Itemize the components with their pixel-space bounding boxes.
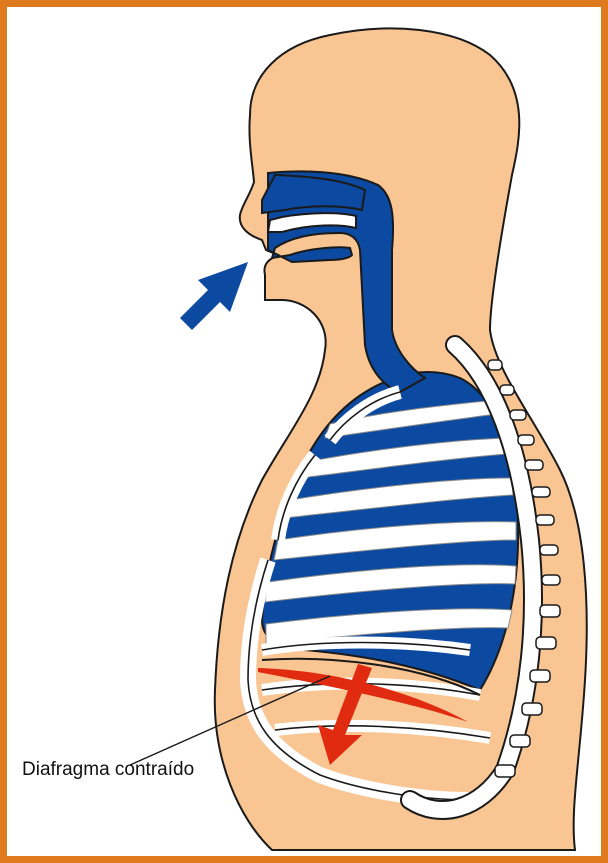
diaphragm-label: Diafragma contraído <box>22 759 194 781</box>
arrow-up-right-icon <box>180 262 248 330</box>
